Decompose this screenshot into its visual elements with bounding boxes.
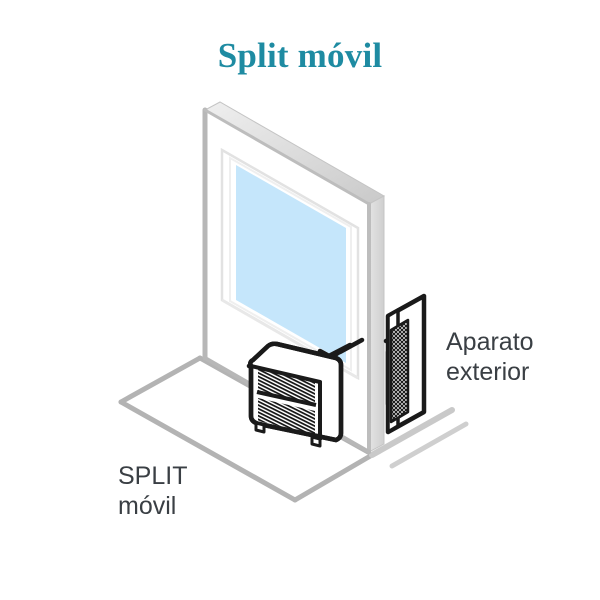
window-glass [236,165,346,363]
indoor-unit-grille-upper [258,368,315,404]
indoor-unit [246,341,344,448]
page-title: Split móvil [217,36,383,75]
indoor-unit-grille-lower [258,398,315,434]
window [220,147,360,381]
outdoor-unit [385,293,427,435]
label-split-movil: SPLIT móvil [118,462,188,520]
label-aparato-exterior: Aparato exterior [446,328,534,386]
